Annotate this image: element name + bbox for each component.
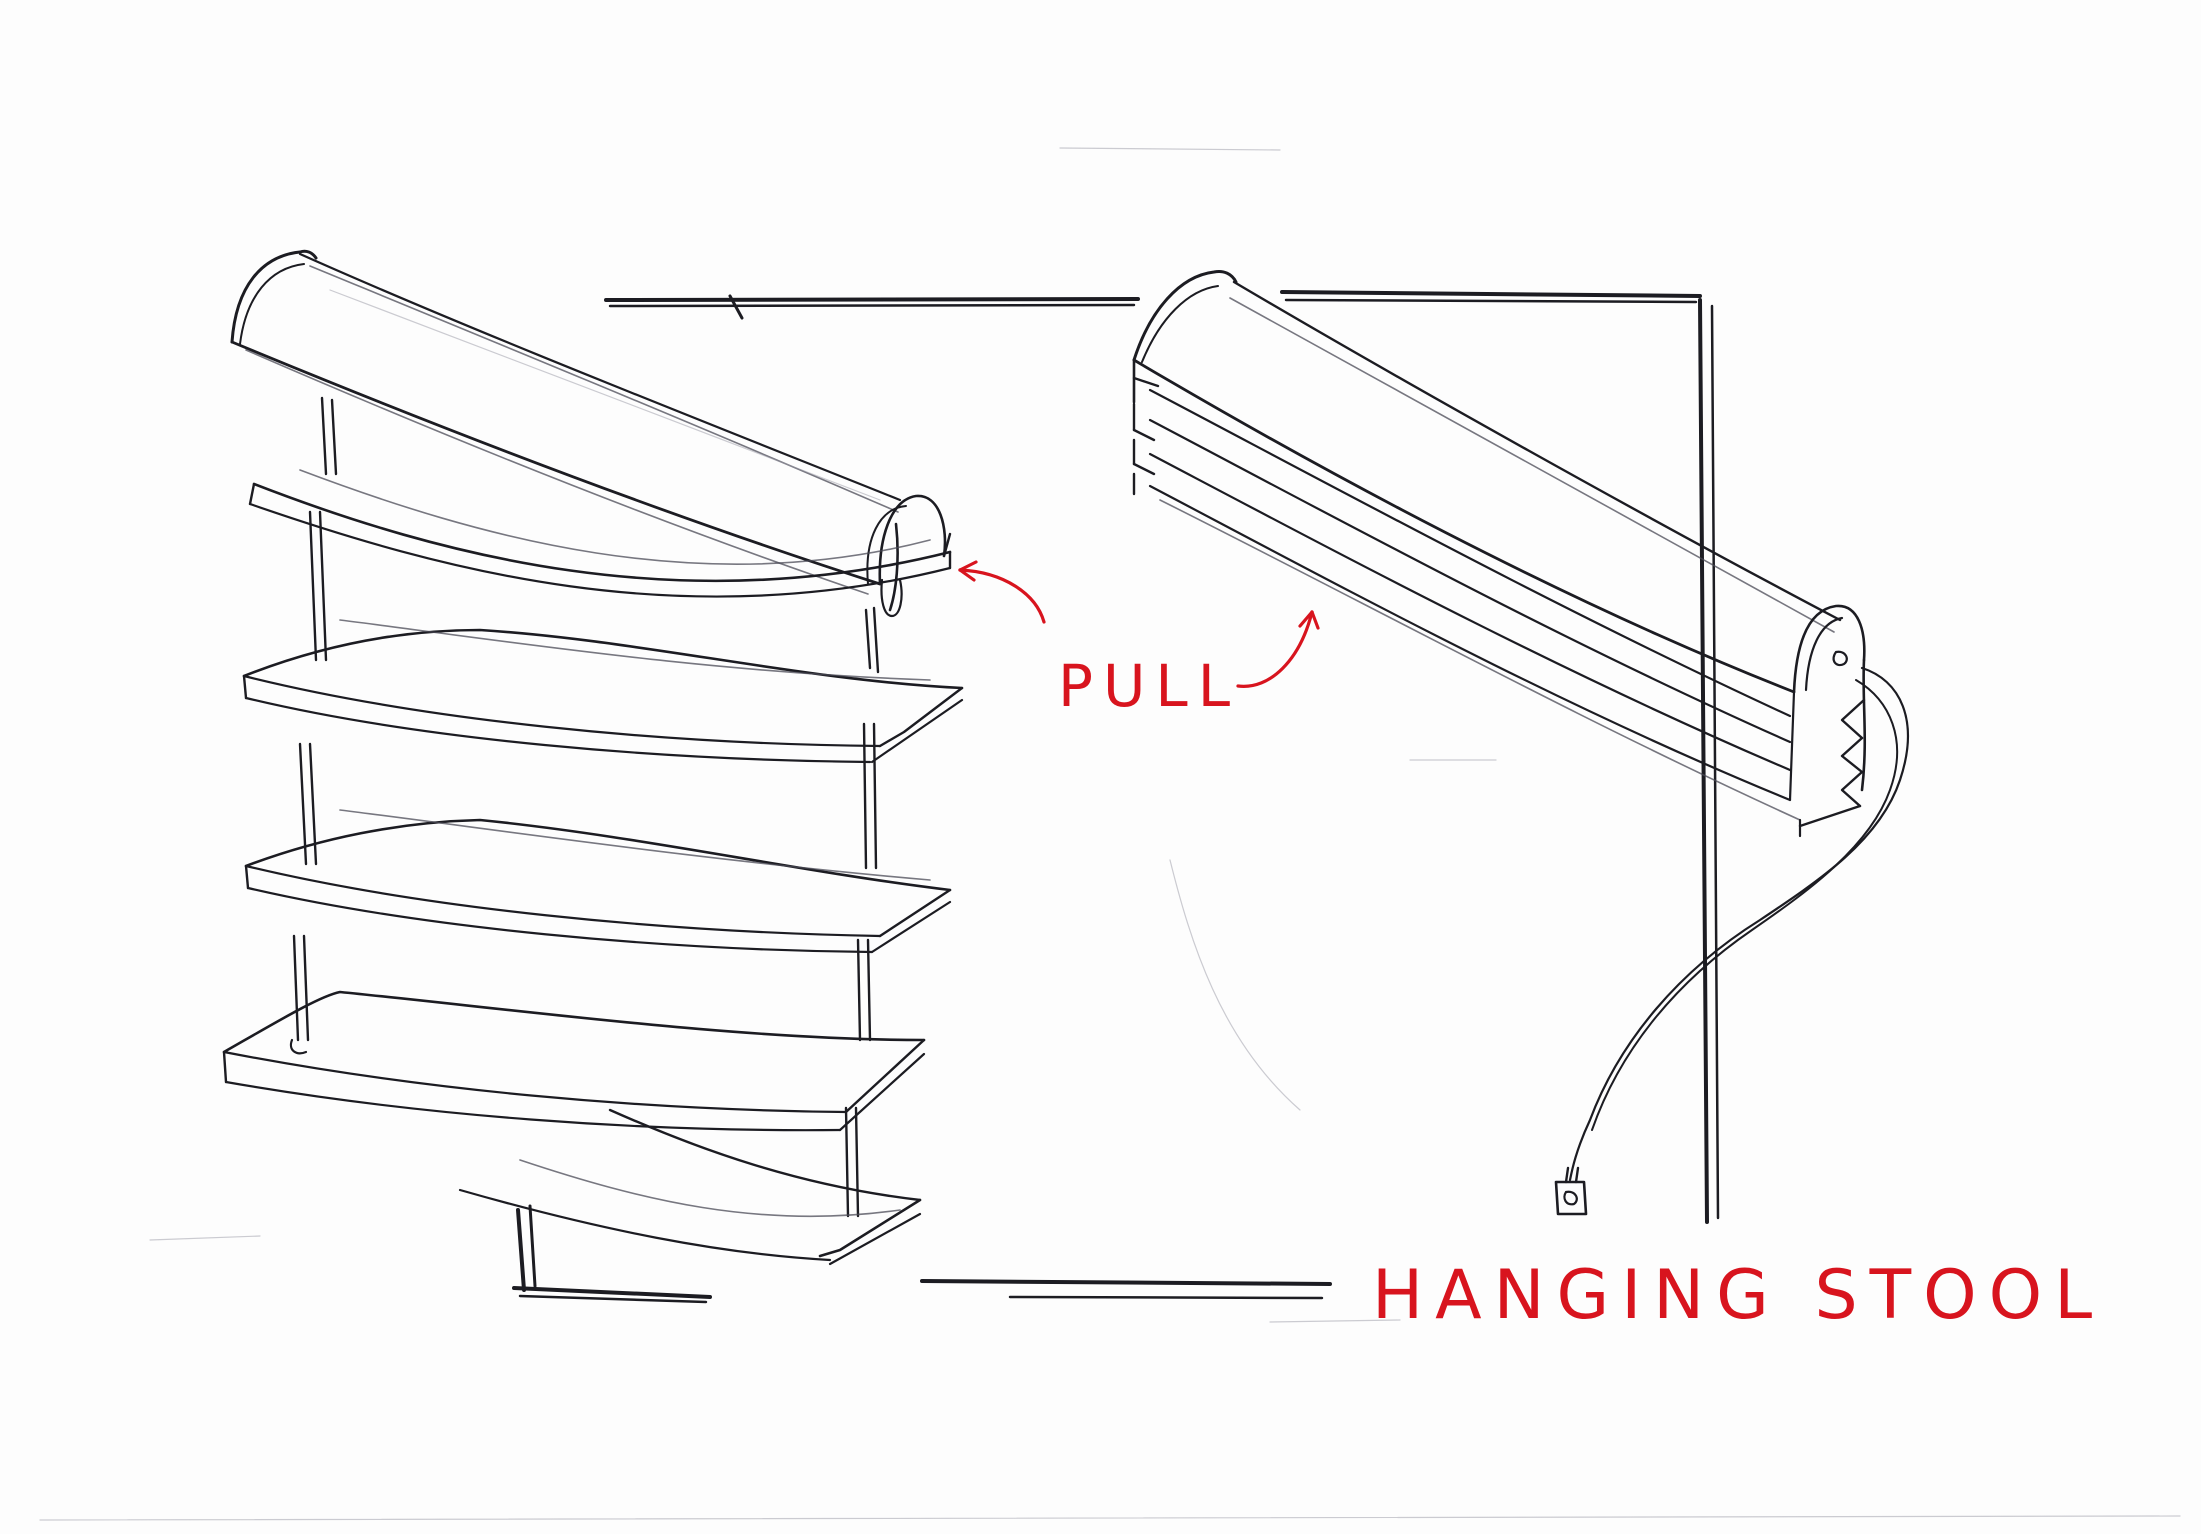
stool-folded	[1134, 271, 1908, 1214]
shelf-slat-3	[246, 810, 950, 952]
pull-label: PULL	[1058, 652, 1240, 720]
shelf-slat-4	[224, 992, 924, 1130]
hanging-cord	[1556, 668, 1908, 1214]
stool-legs	[294, 398, 876, 1216]
seat-top	[232, 251, 950, 594]
stool-extended	[224, 251, 962, 1264]
pull-ring	[866, 524, 902, 672]
folded-seat-top	[1134, 271, 1864, 692]
folded-slats	[1134, 360, 1865, 836]
shelf-slat-5	[460, 1110, 920, 1264]
shelf-slat-2	[244, 620, 962, 762]
wall-frame	[514, 292, 1718, 1322]
sketch-title: HANGING STOOL	[1372, 1256, 2104, 1335]
